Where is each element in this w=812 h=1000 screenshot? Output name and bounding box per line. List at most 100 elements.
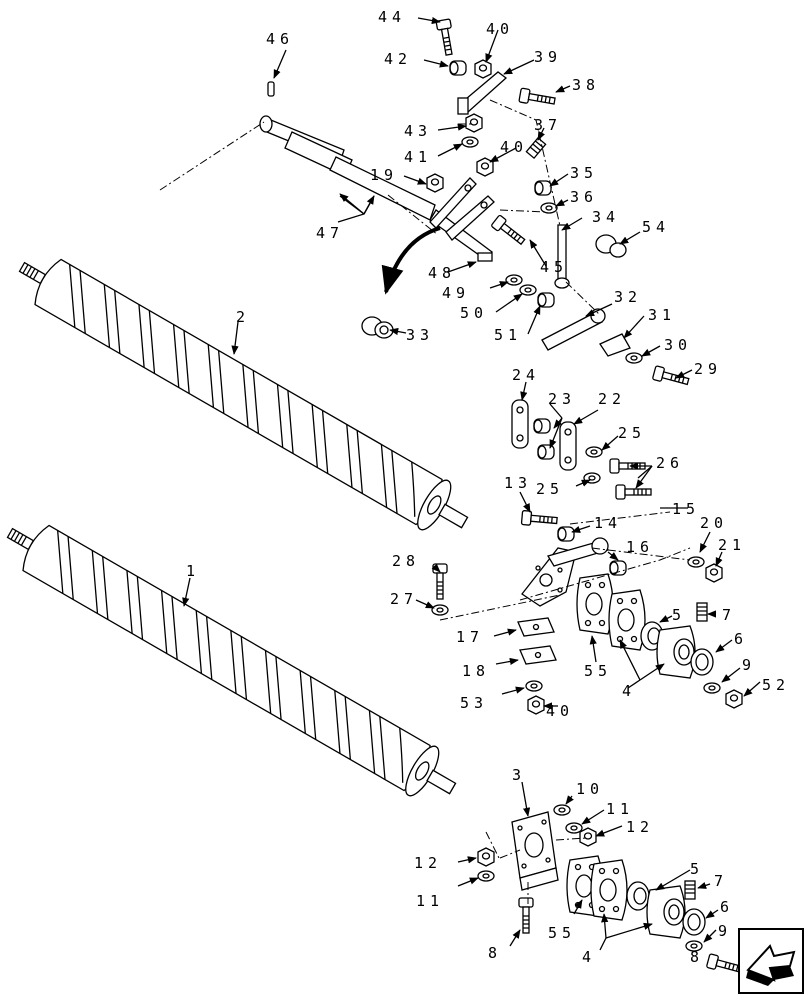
- alignment-lines-upper: [159, 99, 691, 621]
- washer-20: [687, 556, 705, 568]
- yoke-33: [361, 316, 394, 339]
- upper-roll: [7, 242, 480, 548]
- callout-41: 41: [404, 148, 432, 166]
- shaft-assembly: [259, 115, 493, 262]
- nut-40-mid: [476, 157, 494, 177]
- housing-4b-lower: [646, 885, 686, 939]
- callout-8: 8: [488, 944, 502, 962]
- yoke-54: [595, 234, 627, 258]
- washer-10: [553, 804, 571, 816]
- bolt-29: [651, 365, 691, 389]
- flange-4a-lower: [590, 859, 628, 921]
- flange-4a-upper: [608, 589, 646, 651]
- nut-52: [725, 689, 743, 709]
- bolt-28: [432, 563, 448, 600]
- callout-29: 29: [694, 360, 722, 378]
- washer-50: [519, 284, 537, 296]
- callout-18: 18: [462, 662, 490, 680]
- bolt-13: [520, 509, 559, 529]
- mount-plate-3: [511, 811, 559, 891]
- callout-54: 54: [642, 218, 670, 236]
- washer-30: [625, 352, 643, 364]
- callout-44: 44: [378, 8, 406, 26]
- washer-49: [505, 274, 523, 286]
- callout-43: 43: [404, 122, 432, 140]
- callout-27: 27: [390, 590, 418, 608]
- callout-20: 20: [700, 514, 728, 532]
- flange-55-upper: [576, 573, 614, 635]
- callout-3: 3: [512, 766, 526, 784]
- bushing-23b: [537, 444, 555, 460]
- housing-4b-upper: [656, 625, 696, 679]
- callout-35: 35: [570, 164, 598, 182]
- bracket-plate: [429, 177, 495, 241]
- nut-12-left: [477, 847, 495, 867]
- washer-25a: [585, 446, 603, 458]
- callout-12: 12: [414, 854, 442, 872]
- callout-25: 25: [536, 480, 564, 498]
- curved-arrow: [381, 226, 441, 295]
- callout-24: 24: [512, 366, 540, 384]
- fitting-37: [525, 137, 547, 159]
- washer-9-upper: [703, 682, 721, 694]
- callout-4: 4: [582, 948, 596, 966]
- clip-31: [599, 333, 631, 357]
- callout-49: 49: [442, 284, 470, 302]
- callout-34: 34: [592, 208, 620, 226]
- bolt-44: [435, 18, 457, 57]
- ring-6-upper: [690, 648, 714, 676]
- fitting-7-upper: [696, 602, 708, 622]
- callout-40: 40: [486, 20, 514, 38]
- callout-16: 16: [626, 538, 654, 556]
- leader-lines: [182, 16, 761, 951]
- callout-6: 6: [734, 630, 748, 648]
- callout-40: 40: [546, 702, 574, 720]
- callout-19: 19: [370, 166, 398, 184]
- bushing-14: [557, 526, 575, 542]
- washer-27: [431, 604, 449, 616]
- bolt-45: [490, 214, 528, 249]
- link-plate-22: [559, 421, 577, 471]
- callout-10: 10: [576, 780, 604, 798]
- washer-11-left: [477, 870, 495, 882]
- callout-52: 52: [762, 676, 790, 694]
- bolt-38: [518, 87, 557, 109]
- callout-39: 39: [534, 48, 562, 66]
- callout-5: 5: [690, 860, 704, 878]
- nut-40-top: [474, 59, 492, 79]
- nut-40-low: [527, 695, 545, 715]
- arm-32: [541, 308, 606, 351]
- callout-17: 17: [456, 628, 484, 646]
- callout-25: 25: [618, 424, 646, 442]
- nut-21: [705, 563, 723, 583]
- callout-55: 55: [548, 924, 576, 942]
- next-page-button[interactable]: [738, 928, 804, 994]
- bearing-5-lower: [626, 881, 650, 911]
- callout-42: 42: [384, 50, 412, 68]
- callout-48: 48: [428, 264, 456, 282]
- callout-38: 38: [572, 76, 600, 94]
- nut-43: [465, 113, 483, 133]
- arm-39: [457, 71, 508, 115]
- callout-40: 40: [500, 138, 528, 156]
- spring-rod: [554, 224, 570, 289]
- callout-labels: 44 46 40 42 39 38 43 37 41 40 19 35 36 4…: [186, 8, 790, 966]
- callout-31: 31: [648, 306, 676, 324]
- callout-53: 53: [460, 694, 488, 712]
- next-page-arrow-icon: [746, 944, 796, 986]
- pad-18: [519, 645, 557, 665]
- bushing-35: [534, 180, 552, 196]
- callout-46: 46: [266, 30, 294, 48]
- bushing-51: [537, 292, 555, 308]
- callout-9: 9: [742, 656, 756, 674]
- callout-4: 4: [622, 682, 636, 700]
- washer-41: [461, 136, 479, 148]
- callout-7: 7: [714, 872, 728, 890]
- washer-53: [525, 680, 543, 692]
- callout-6: 6: [720, 898, 734, 916]
- callout-22: 22: [598, 390, 626, 408]
- callout-23: 23: [548, 390, 576, 408]
- nut-12-right: [579, 827, 597, 847]
- callout-55: 55: [584, 662, 612, 680]
